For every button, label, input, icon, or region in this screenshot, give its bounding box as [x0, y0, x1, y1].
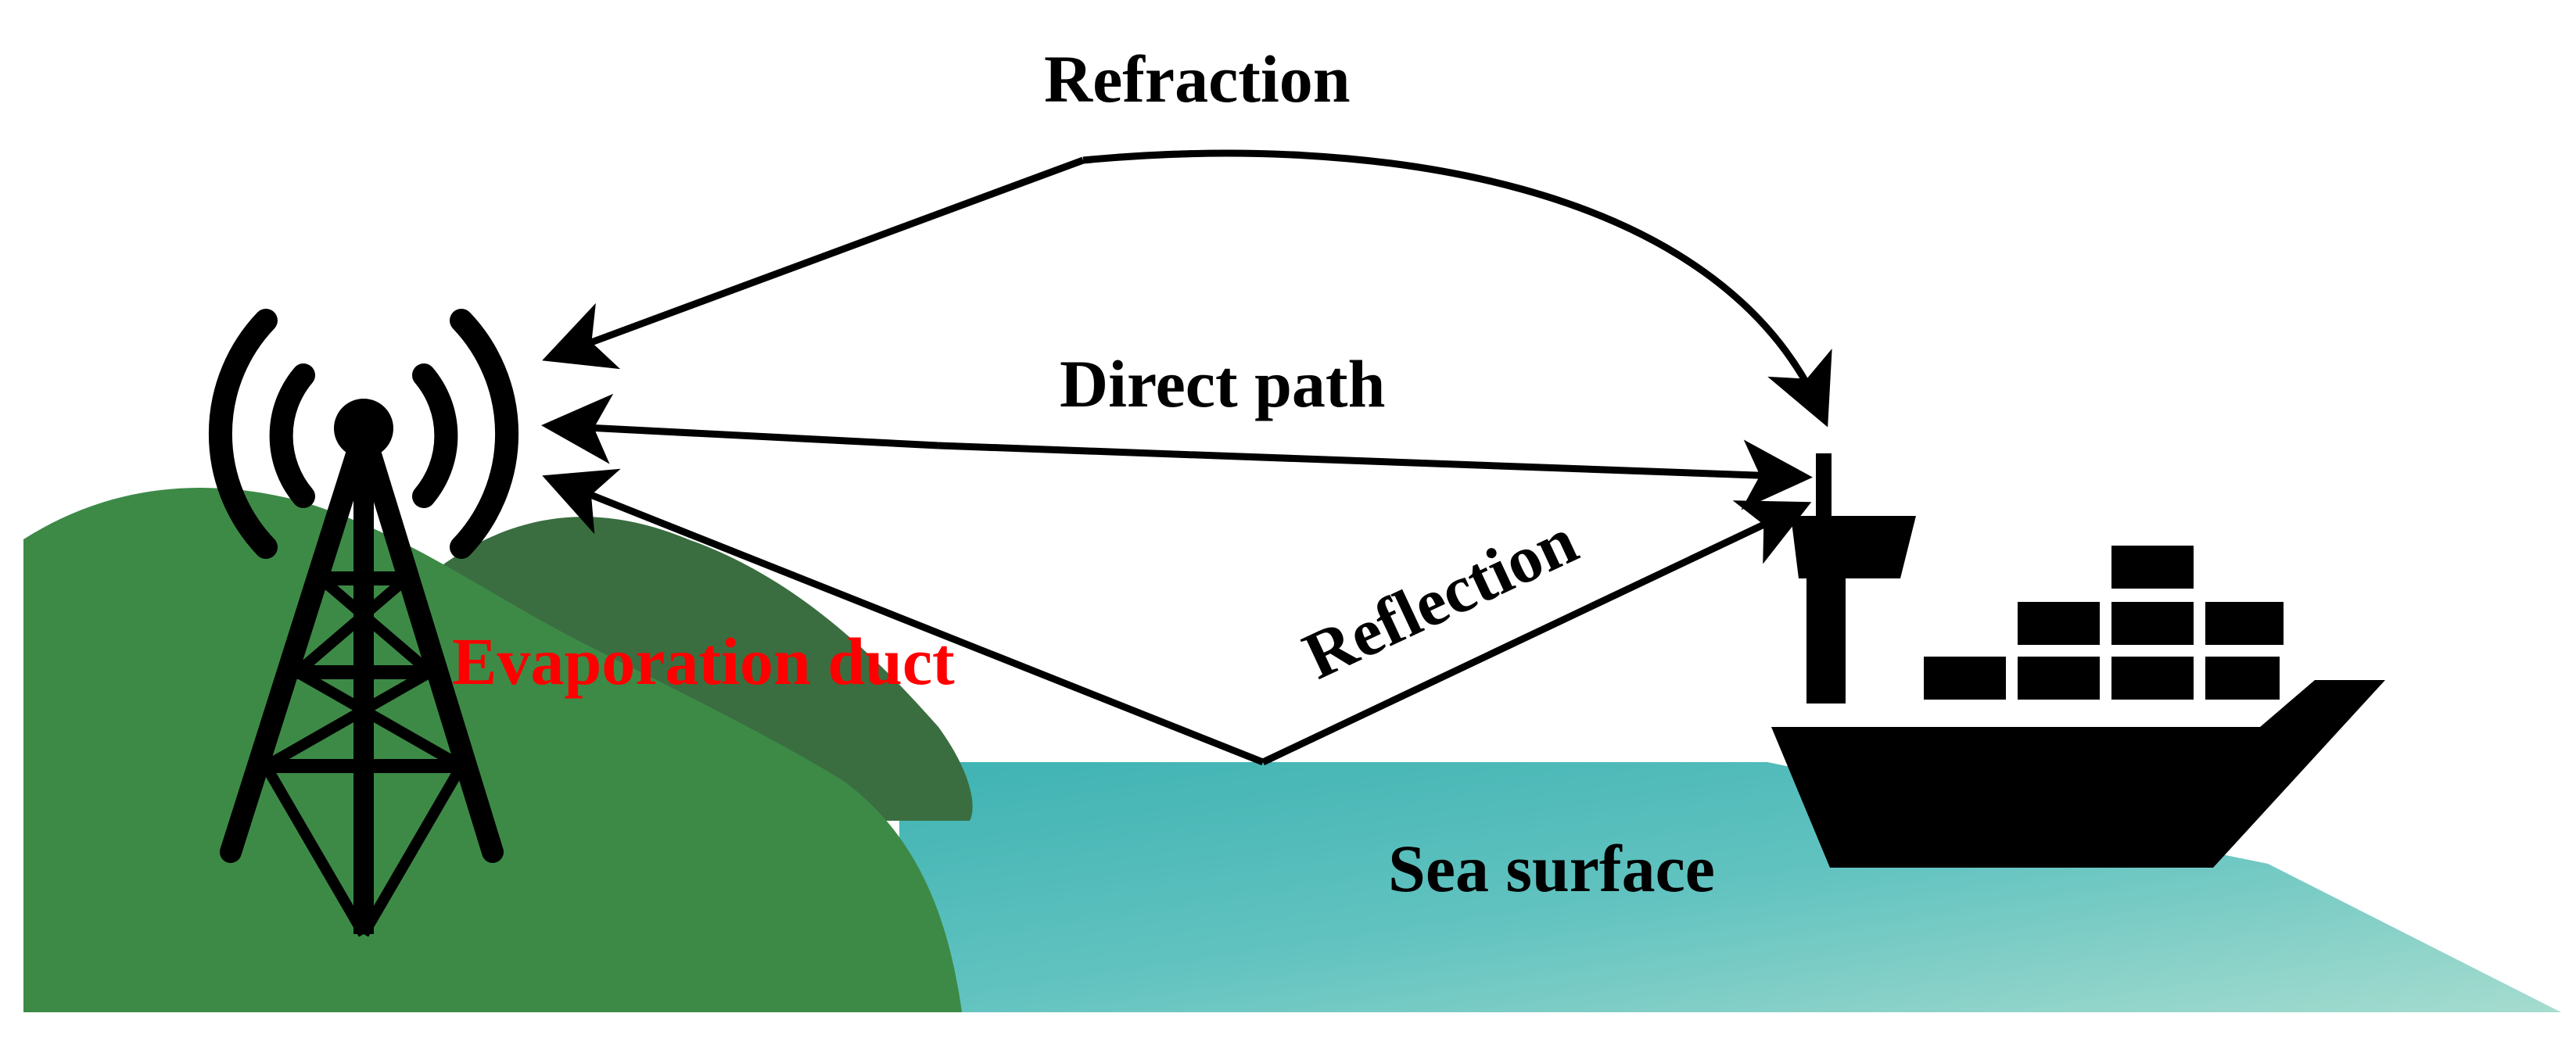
direct-path-line [541, 393, 939, 464]
direct-path-label: Direct path [1060, 346, 1385, 421]
sea-area [899, 762, 2561, 1012]
direct-path-line-right [938, 439, 1813, 510]
container-ship-icon [1771, 453, 2385, 868]
reflection-path-right [1261, 500, 1812, 766]
evaporation-duct-label: Evaporation duct [452, 624, 955, 699]
refraction-arc [1082, 149, 1832, 428]
radio-tower-icon [208, 309, 519, 937]
propagation-paths [541, 149, 1832, 766]
reflection-label: Reflection [1292, 503, 1588, 693]
sea-surface-label: Sea surface [1388, 831, 1715, 906]
refraction-label: Refraction [1044, 41, 1351, 116]
refraction-path [542, 156, 1085, 370]
reflection-path-left [542, 468, 1265, 766]
hill-front [23, 488, 962, 1012]
